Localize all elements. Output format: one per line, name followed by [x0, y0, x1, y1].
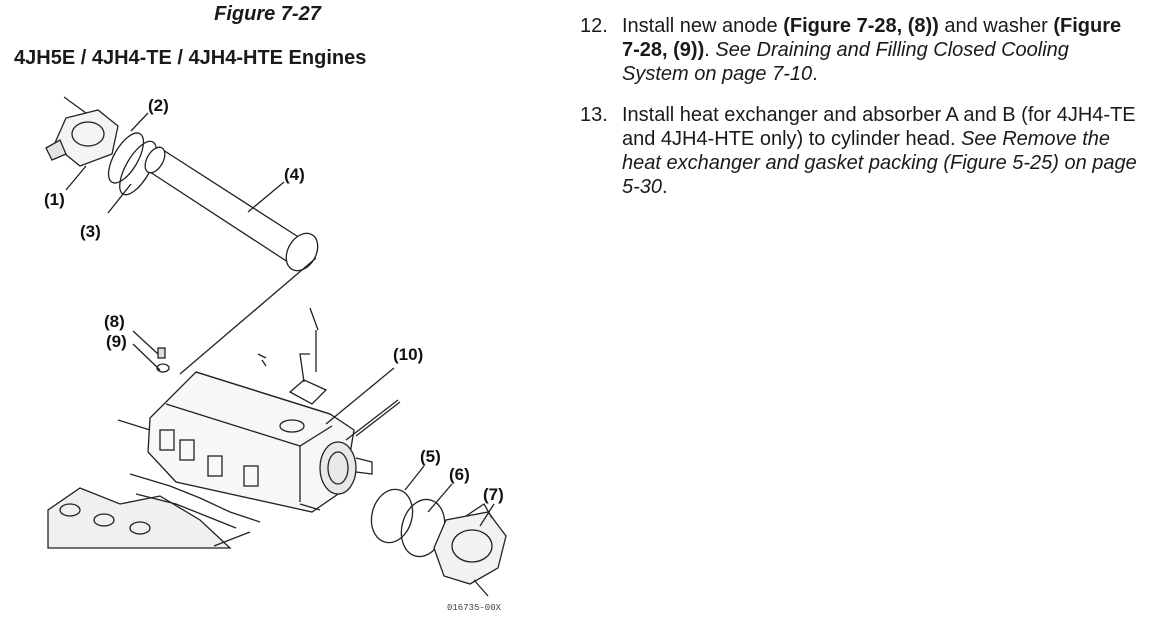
callout-2: (2): [148, 96, 169, 115]
callout-8: (8): [104, 312, 125, 331]
callout-1: (1): [44, 190, 65, 209]
step-text-segment: and washer: [938, 15, 1054, 37]
step-text: Install new anode (Figure 7-28, (8)) and…: [622, 14, 1140, 86]
step-13: 13. Install heat exchanger and absorber …: [580, 103, 1140, 199]
step-text-segment: See Draining and Filling Closed Cooling …: [622, 39, 1069, 85]
step-text-segment: See Remove the heat exchanger and gasket…: [622, 128, 1137, 198]
callout-4: (4): [284, 165, 305, 184]
callout-7: (7): [483, 485, 504, 504]
heat-exchanger-body-10: [147, 307, 401, 513]
o-ring-5: [370, 488, 414, 544]
callout-5: (5): [420, 447, 441, 466]
callout-3: (3): [80, 222, 101, 241]
heat-exchanger-exploded-diagram: (1) (2) (3) (4) (5) (6) (7) (8) (9) (10)…: [44, 96, 507, 613]
part-number: 016735-00X: [447, 603, 502, 613]
step-number: 12.: [580, 15, 608, 37]
end-cover-7: [433, 503, 507, 597]
step-text-segment: .: [704, 39, 716, 61]
step-text-segment: Install new anode: [622, 15, 784, 37]
tube-part-4: [144, 146, 319, 272]
step-text-segment: (Figure 7-28, (9)): [622, 15, 1122, 61]
step-12: 12. Install new anode (Figure 7-28, (8))…: [580, 14, 1140, 86]
cap-part-1: [45, 96, 119, 167]
figure-subtitle: 4JH5E / 4JH4-TE / 4JH4-HTE Engines: [14, 47, 367, 69]
step-number: 13.: [580, 104, 608, 126]
o-ring-2: [107, 132, 145, 184]
step-text-segment: .: [662, 176, 668, 198]
step-text-segment: Install heat exchanger and absorber A an…: [622, 104, 1136, 150]
step-text-segment: (Figure 7-28, (8)): [783, 15, 939, 37]
callout-6: (6): [449, 465, 470, 484]
cylinder-head-fragment: [47, 419, 261, 549]
callout-9: (9): [106, 332, 127, 351]
callout-10: (10): [393, 345, 423, 364]
step-text-segment: .: [812, 63, 818, 85]
figure-caption: Figure 7-27: [214, 3, 321, 25]
step-text: Install heat exchanger and absorber A an…: [622, 103, 1140, 199]
